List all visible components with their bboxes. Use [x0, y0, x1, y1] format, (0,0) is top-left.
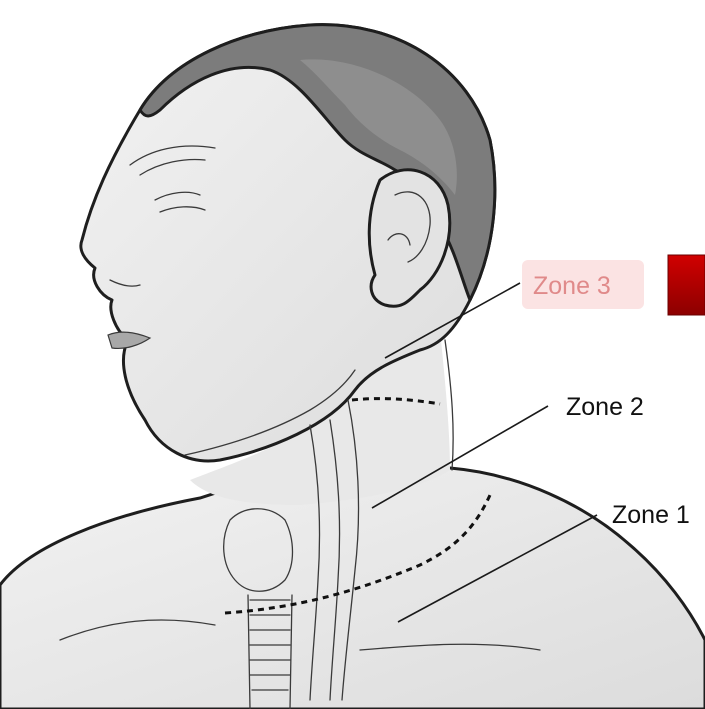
red-marker — [668, 255, 705, 315]
zone-2-label: Zone 2 — [566, 393, 644, 421]
zone-1-label: Zone 1 — [612, 501, 690, 529]
zone-3-label: Zone 3 — [533, 272, 611, 300]
shoulders — [0, 466, 705, 709]
